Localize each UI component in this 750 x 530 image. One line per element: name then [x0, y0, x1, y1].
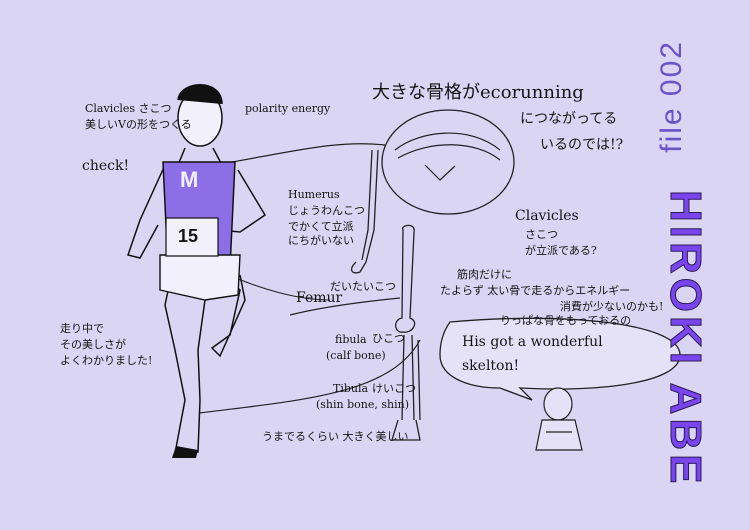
clavicles-ja: さこつ: [525, 228, 558, 241]
tibula-en: (shin bone, shin): [316, 398, 409, 411]
skeleton-figure: [351, 149, 421, 441]
humerus-note-1: でかくて立派: [288, 220, 354, 233]
headline-sub-2: いるのでは!?: [540, 137, 624, 153]
bubble-text-2: skelton!: [462, 358, 520, 374]
foot-bones: [391, 419, 421, 441]
humerus-ja: じょうわんこつ: [288, 204, 365, 217]
clavicle-zoom-circle: [381, 109, 515, 215]
fibula-label: fibula: [335, 333, 367, 346]
fibula-en: (calf bone): [326, 349, 386, 362]
check-note: check!: [82, 158, 130, 174]
pointer-line-femur: [289, 297, 401, 316]
headline-text: 大きな骨格がecorunning: [372, 82, 584, 103]
bottom-note: うまでるくらい 大きく美しい: [262, 430, 409, 443]
old-man-figure: [535, 387, 583, 451]
sternum-top: [424, 164, 456, 181]
speech-bubble: [439, 317, 681, 401]
runner-shorts: [159, 254, 241, 301]
polarity-note: polarity energy: [245, 102, 331, 115]
humerus-bone: [361, 149, 373, 261]
humerus-label: Humerus: [288, 188, 340, 201]
pointer-line-clavicle: [231, 143, 386, 163]
tibula-ja: けいこつ: [372, 382, 416, 395]
humerus-note-2: にちがいない: [288, 234, 354, 247]
muscle-note-1: 筋肉だけに: [457, 268, 512, 281]
runner-note-1: 走り中で: [60, 322, 104, 335]
bib-number: 15: [178, 226, 199, 246]
femur-bone: [395, 224, 416, 333]
clavicle-bone: [394, 132, 501, 151]
runner-figure: [127, 84, 267, 453]
tibia-bone: [401, 334, 415, 421]
muscle-note-2: たよらず 太い骨で走るからエネルギー: [440, 284, 631, 297]
femur-label: Femur: [296, 290, 343, 306]
tibula-label: Tibula: [333, 382, 369, 395]
race-bib: [165, 217, 219, 257]
clavicles-label: Clavicles: [515, 208, 579, 224]
fibula-ja: ひこつ: [372, 332, 405, 345]
fibula-bone: [417, 339, 421, 421]
clavicle-note-2: 美しいVの形をつくる: [85, 118, 192, 131]
running-shoe: [172, 446, 198, 458]
runner-name-title: HIROKI ABE: [661, 190, 711, 488]
shirt-logo: M: [180, 167, 199, 192]
clavicles-note: が立派である?: [525, 244, 597, 257]
bubble-text-1: His got a wonderful: [462, 334, 603, 350]
runner-note-3: よくわかりました!: [60, 354, 153, 367]
pointer-line-tibula: [199, 339, 421, 414]
clavicle-note-1: Clavicles さこつ: [85, 102, 172, 115]
muscle-note-3: 消費が少ないのかも!: [560, 300, 664, 313]
headline-sub-1: につながってる: [520, 111, 618, 127]
bubble-ja: りっぱな骨をもっておるの: [500, 314, 632, 327]
runner-note-2: その美しさが: [60, 338, 126, 351]
femur-ja: だいたいこつ: [330, 280, 396, 293]
series-label: file 002: [655, 40, 688, 153]
